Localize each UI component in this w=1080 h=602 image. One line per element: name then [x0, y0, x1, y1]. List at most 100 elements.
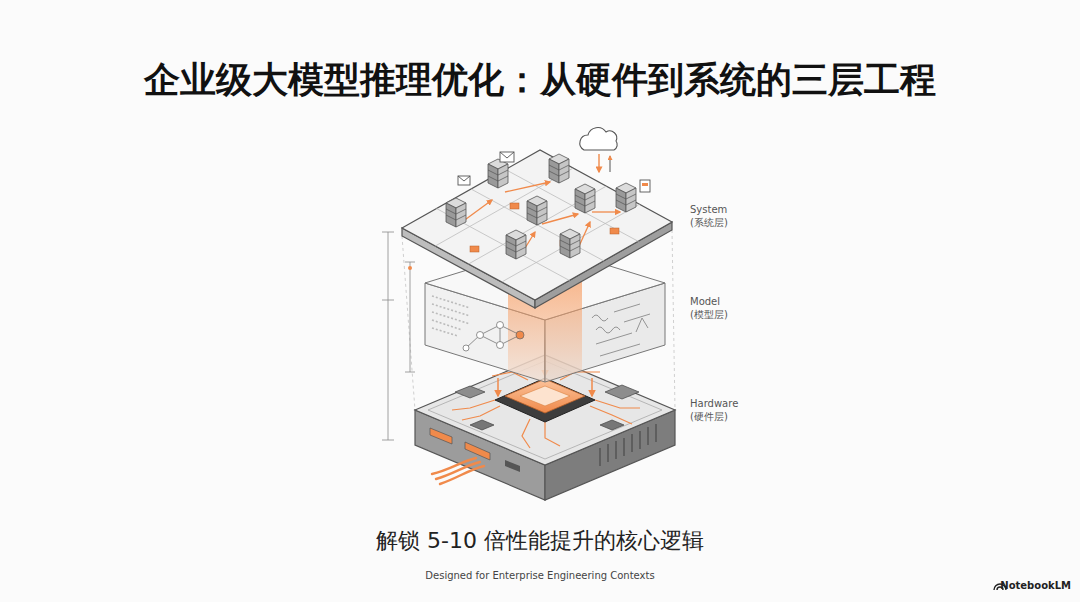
model-block — [614, 304, 640, 312]
hardware-board — [599, 448, 600, 466]
hardware-board — [465, 442, 490, 460]
message-icon — [458, 176, 470, 185]
model-block — [432, 328, 458, 336]
system-plate — [435, 168, 640, 282]
hardware-board — [452, 372, 640, 448]
layer-label: System — [690, 204, 727, 216]
layer-label: Model — [690, 296, 720, 308]
system-plate — [610, 228, 619, 234]
hardware-board — [615, 441, 616, 459]
model-block — [497, 322, 504, 329]
system-plate — [506, 230, 526, 259]
hardware-board — [520, 386, 570, 406]
message-icon — [642, 183, 648, 186]
hardware-board — [505, 460, 520, 472]
cloud-icon — [610, 156, 611, 172]
system-plate — [488, 159, 508, 188]
system-plate — [402, 150, 672, 308]
dimension-bracket — [382, 300, 394, 301]
system-plate — [402, 150, 672, 300]
model-block — [592, 304, 650, 356]
system-plate — [502, 204, 640, 282]
cloud-icon — [598, 154, 599, 172]
dimension-bracket — [405, 372, 415, 373]
hardware-board — [631, 434, 632, 452]
system-plate — [560, 229, 580, 258]
hardware-board — [452, 400, 495, 410]
hardware-board — [440, 466, 484, 484]
hardware-board — [600, 420, 624, 430]
dimension-bracket — [382, 232, 394, 233]
message-icon — [500, 152, 514, 158]
system-plate — [542, 214, 578, 224]
flow-arrow — [497, 378, 499, 396]
model-block — [432, 312, 470, 324]
model-block — [596, 327, 620, 333]
system-plate — [462, 182, 620, 256]
system-plate — [616, 183, 636, 212]
model-block — [516, 331, 524, 339]
system-plate — [462, 200, 492, 222]
model-block — [432, 296, 470, 308]
hardware-board — [647, 427, 648, 445]
system-plate — [505, 182, 550, 192]
page-title: 企业级大模型推理优化：从硬件到系统的三层工程 — [0, 58, 1080, 101]
model-block — [463, 345, 469, 351]
system-plate — [549, 154, 569, 183]
system-plate — [592, 211, 620, 212]
dimension-bracket — [405, 262, 415, 263]
model-block — [636, 318, 648, 332]
dimension-bracket — [382, 440, 394, 441]
guide-lines — [672, 230, 675, 410]
cloud-icon — [580, 128, 617, 150]
hardware-board — [505, 379, 585, 413]
hardware-board — [455, 386, 485, 398]
layer-label: Hardware — [690, 398, 738, 410]
hardware-board — [595, 400, 640, 408]
watermark: NotebookLM — [1000, 580, 1071, 592]
caption: 解锁 5-10 倍性能提升的核心逻辑 — [0, 528, 1080, 554]
model-block — [624, 314, 650, 322]
flow-arrow — [591, 378, 593, 396]
model-block — [432, 304, 470, 316]
guide-lines — [402, 236, 415, 410]
layer-label: (系统层) — [690, 217, 728, 229]
hardware-board — [522, 419, 530, 448]
model-block — [477, 332, 484, 339]
hardware-board — [495, 378, 595, 422]
message-icon — [458, 152, 650, 192]
hardware-board — [607, 444, 608, 462]
system-plate — [527, 196, 547, 225]
message-icon — [500, 152, 514, 162]
model-block — [600, 344, 640, 356]
hardware-board — [600, 424, 656, 466]
model-block — [592, 315, 608, 321]
hardware-board — [430, 428, 452, 444]
model-block — [463, 322, 524, 352]
system-plate — [575, 184, 595, 213]
subtitle-note: Designed for Enterprise Engineering Cont… — [0, 570, 1080, 582]
model-block — [497, 342, 504, 349]
hardware-board — [605, 385, 639, 399]
hardware-board — [639, 431, 640, 449]
dimension-bracket — [410, 262, 411, 372]
hardware-board — [623, 438, 624, 456]
hardware-board — [432, 458, 484, 484]
cloud-icon — [580, 128, 617, 172]
model-block — [432, 320, 462, 330]
dimension-bracket — [382, 232, 415, 440]
message-icon — [458, 176, 470, 181]
hardware-board — [655, 424, 656, 442]
system-plate — [470, 246, 479, 252]
dimension-bracket — [388, 232, 389, 440]
system-plate — [510, 203, 519, 209]
model-block — [596, 333, 632, 344]
layer-label: (硬件层) — [690, 411, 728, 423]
hardware-board — [545, 422, 560, 446]
hardware-board — [470, 420, 494, 430]
hardware-board — [462, 406, 500, 420]
message-icon — [640, 180, 650, 192]
system-plate — [446, 198, 466, 227]
